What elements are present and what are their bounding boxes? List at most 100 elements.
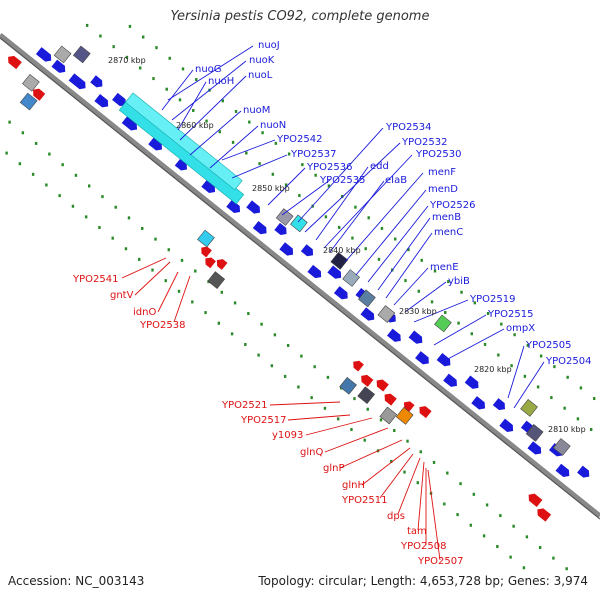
track-dot bbox=[260, 322, 263, 326]
leader-line bbox=[377, 217, 431, 291]
gene-label: YPO2537 bbox=[290, 149, 336, 160]
leader-line bbox=[157, 271, 179, 313]
reverse-gene-arrow bbox=[201, 246, 212, 258]
track-dot bbox=[231, 140, 235, 144]
track-dot bbox=[164, 279, 167, 283]
reverse-gene-arrow bbox=[353, 360, 364, 372]
genome-backbone bbox=[0, 33, 600, 518]
feature-block bbox=[275, 208, 294, 226]
track-dot bbox=[101, 195, 104, 199]
track-dot bbox=[142, 35, 145, 39]
forward-gene-arrow bbox=[492, 398, 505, 411]
reverse-gene-arrow bbox=[528, 493, 543, 507]
track-dot bbox=[566, 375, 569, 379]
gene-label: YPO2530 bbox=[415, 149, 461, 160]
track-dot bbox=[563, 406, 566, 410]
reverse-gene-arrow bbox=[8, 55, 22, 70]
forward-gene-arrow bbox=[471, 396, 486, 410]
leader-line bbox=[427, 469, 441, 561]
track-dot bbox=[167, 248, 170, 252]
forward-gene-arrow bbox=[555, 463, 570, 477]
forward-gene-arrow bbox=[51, 59, 66, 73]
gene-label: YPO2504 bbox=[545, 356, 591, 367]
track-dot bbox=[353, 397, 356, 401]
gene-label: menC bbox=[434, 227, 463, 238]
track-dot bbox=[550, 396, 553, 400]
gene-label: gntV bbox=[110, 290, 134, 301]
track-dot bbox=[432, 460, 436, 464]
track-dot bbox=[220, 290, 224, 294]
leader-line bbox=[281, 179, 331, 216]
track-dot bbox=[457, 321, 460, 325]
track-dot bbox=[127, 216, 131, 220]
gene-label: nuoK bbox=[249, 55, 275, 66]
track-dot bbox=[482, 534, 486, 538]
feature-block bbox=[330, 252, 349, 270]
track-dot bbox=[191, 300, 194, 304]
forward-gene-arrow bbox=[408, 330, 423, 344]
track-dot bbox=[469, 523, 473, 527]
gene-label: YPO2538 bbox=[139, 320, 185, 331]
track-dot bbox=[324, 215, 328, 219]
leader-line bbox=[355, 189, 427, 276]
track-dot bbox=[154, 237, 157, 241]
track-dot bbox=[486, 311, 490, 315]
gene-label: YPO2511 bbox=[341, 495, 387, 506]
gene-label: menD bbox=[428, 184, 458, 195]
forward-gene-arrow bbox=[148, 137, 162, 151]
feature-block bbox=[358, 289, 376, 308]
gene-label: glnP bbox=[323, 463, 345, 474]
leader-line bbox=[221, 139, 276, 161]
track-dot bbox=[244, 342, 247, 346]
track-dot bbox=[21, 131, 25, 135]
track-dot bbox=[300, 354, 303, 358]
track-dot bbox=[258, 162, 261, 166]
forward-gene-arrow bbox=[387, 328, 401, 342]
gene-label: menB bbox=[432, 212, 461, 223]
track-dot bbox=[139, 66, 142, 70]
track-dot bbox=[500, 322, 503, 326]
track-dot bbox=[444, 311, 447, 315]
track-dot bbox=[406, 439, 409, 443]
leader-line bbox=[329, 180, 385, 253]
forward-gene-arrow bbox=[327, 265, 342, 279]
forward-gene-arrow bbox=[415, 351, 429, 365]
forward-gene-arrow bbox=[300, 244, 314, 257]
gene-label: YPO2532 bbox=[401, 137, 447, 148]
track-dot bbox=[407, 248, 410, 252]
reverse-gene-arrow bbox=[361, 374, 374, 387]
leader-line bbox=[231, 154, 288, 179]
track-dot bbox=[483, 342, 487, 346]
forward-gene-arrow bbox=[279, 242, 294, 256]
track-dot bbox=[377, 257, 381, 261]
track-dot bbox=[125, 55, 129, 59]
track-dot bbox=[221, 99, 224, 103]
forward-gene-arrow bbox=[443, 373, 457, 387]
track-dot bbox=[404, 279, 407, 283]
forward-gene-arrow bbox=[90, 75, 103, 88]
gene-label: menE bbox=[430, 262, 459, 273]
forward-gene-arrow bbox=[307, 264, 322, 279]
track-dot bbox=[326, 375, 330, 379]
track-dot bbox=[283, 374, 287, 378]
forward-gene-arrow bbox=[226, 199, 241, 214]
track-dot bbox=[195, 78, 198, 82]
track-dot bbox=[61, 163, 64, 167]
track-dot bbox=[181, 67, 185, 71]
leader-line bbox=[171, 60, 247, 121]
gene-label: nuoG bbox=[195, 64, 222, 75]
feature-block bbox=[339, 376, 357, 395]
forward-gene-arrow bbox=[112, 92, 126, 107]
leader-line bbox=[379, 453, 414, 499]
track-dot bbox=[512, 524, 515, 528]
track-dot bbox=[354, 205, 357, 209]
gene-label: YPO2541 bbox=[72, 274, 118, 285]
track-dot bbox=[525, 535, 529, 539]
leader-line bbox=[209, 125, 259, 169]
forward-gene-arrow bbox=[94, 94, 109, 108]
leader-line bbox=[433, 314, 487, 346]
track-dot bbox=[576, 417, 580, 421]
forward-gene-arrow bbox=[577, 465, 590, 478]
track-dot bbox=[286, 343, 290, 347]
